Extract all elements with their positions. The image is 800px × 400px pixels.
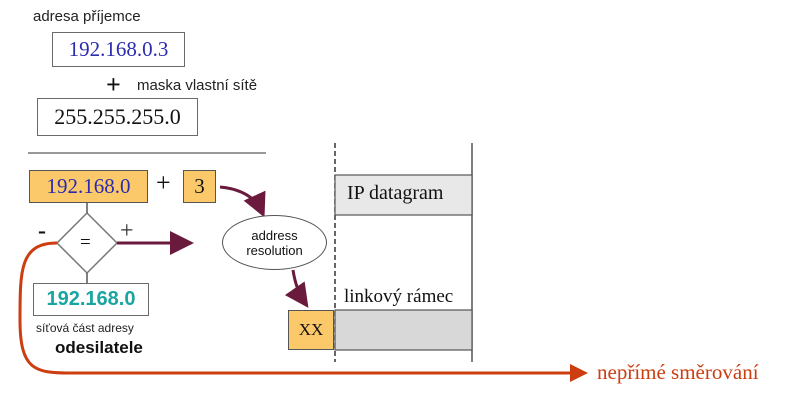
mask-value: 255.255.255.0 bbox=[54, 104, 181, 129]
not-equal-minus-sign: - bbox=[38, 218, 46, 244]
resolution-to-xx-arrow bbox=[284, 269, 309, 308]
network-host-plus-sign: + bbox=[156, 168, 171, 197]
xx-value: XX bbox=[298, 320, 324, 339]
network-part-box: 192.168.0 bbox=[29, 170, 148, 203]
own-mask-label: maska vlastní sítě bbox=[137, 77, 258, 94]
indirect-routing-arrow bbox=[18, 241, 588, 382]
sender-network-value: 192.168.0 bbox=[46, 288, 136, 310]
host-part-value: 3 bbox=[194, 174, 205, 198]
host-part-box: 3 bbox=[183, 170, 216, 203]
network-part-value: 192.168.0 bbox=[46, 174, 131, 198]
sender-label: odesilatele bbox=[55, 338, 143, 357]
mask-plus-sign: + bbox=[106, 70, 121, 99]
mask-box: 255.255.255.0 bbox=[37, 98, 198, 136]
host-to-resolution-arrow bbox=[219, 185, 266, 218]
address-resolution-bubble: address resolution bbox=[222, 215, 327, 270]
indirect-routing-label: nepřímé směrování bbox=[597, 360, 759, 384]
ip-datagram-label: IP datagram bbox=[347, 182, 444, 204]
sender-network-label: síťová část adresy bbox=[36, 321, 134, 335]
link-frame-box bbox=[334, 309, 473, 351]
sender-network-box: 192.168.0 bbox=[33, 283, 149, 316]
recipient-ip-value: 192.168.0.3 bbox=[68, 37, 169, 61]
recipient-label: adresa příjemce bbox=[33, 8, 141, 25]
ip-datagram-box bbox=[334, 174, 473, 216]
compare-symbol: = bbox=[80, 232, 91, 253]
recipient-ip-box: 192.168.0.3 bbox=[52, 32, 185, 67]
xx-box: XX bbox=[288, 310, 334, 350]
address-resolution-label: address resolution bbox=[246, 227, 303, 258]
link-frame-label: linkový rámec bbox=[344, 286, 454, 307]
equal-plus-sign: + bbox=[120, 218, 134, 244]
